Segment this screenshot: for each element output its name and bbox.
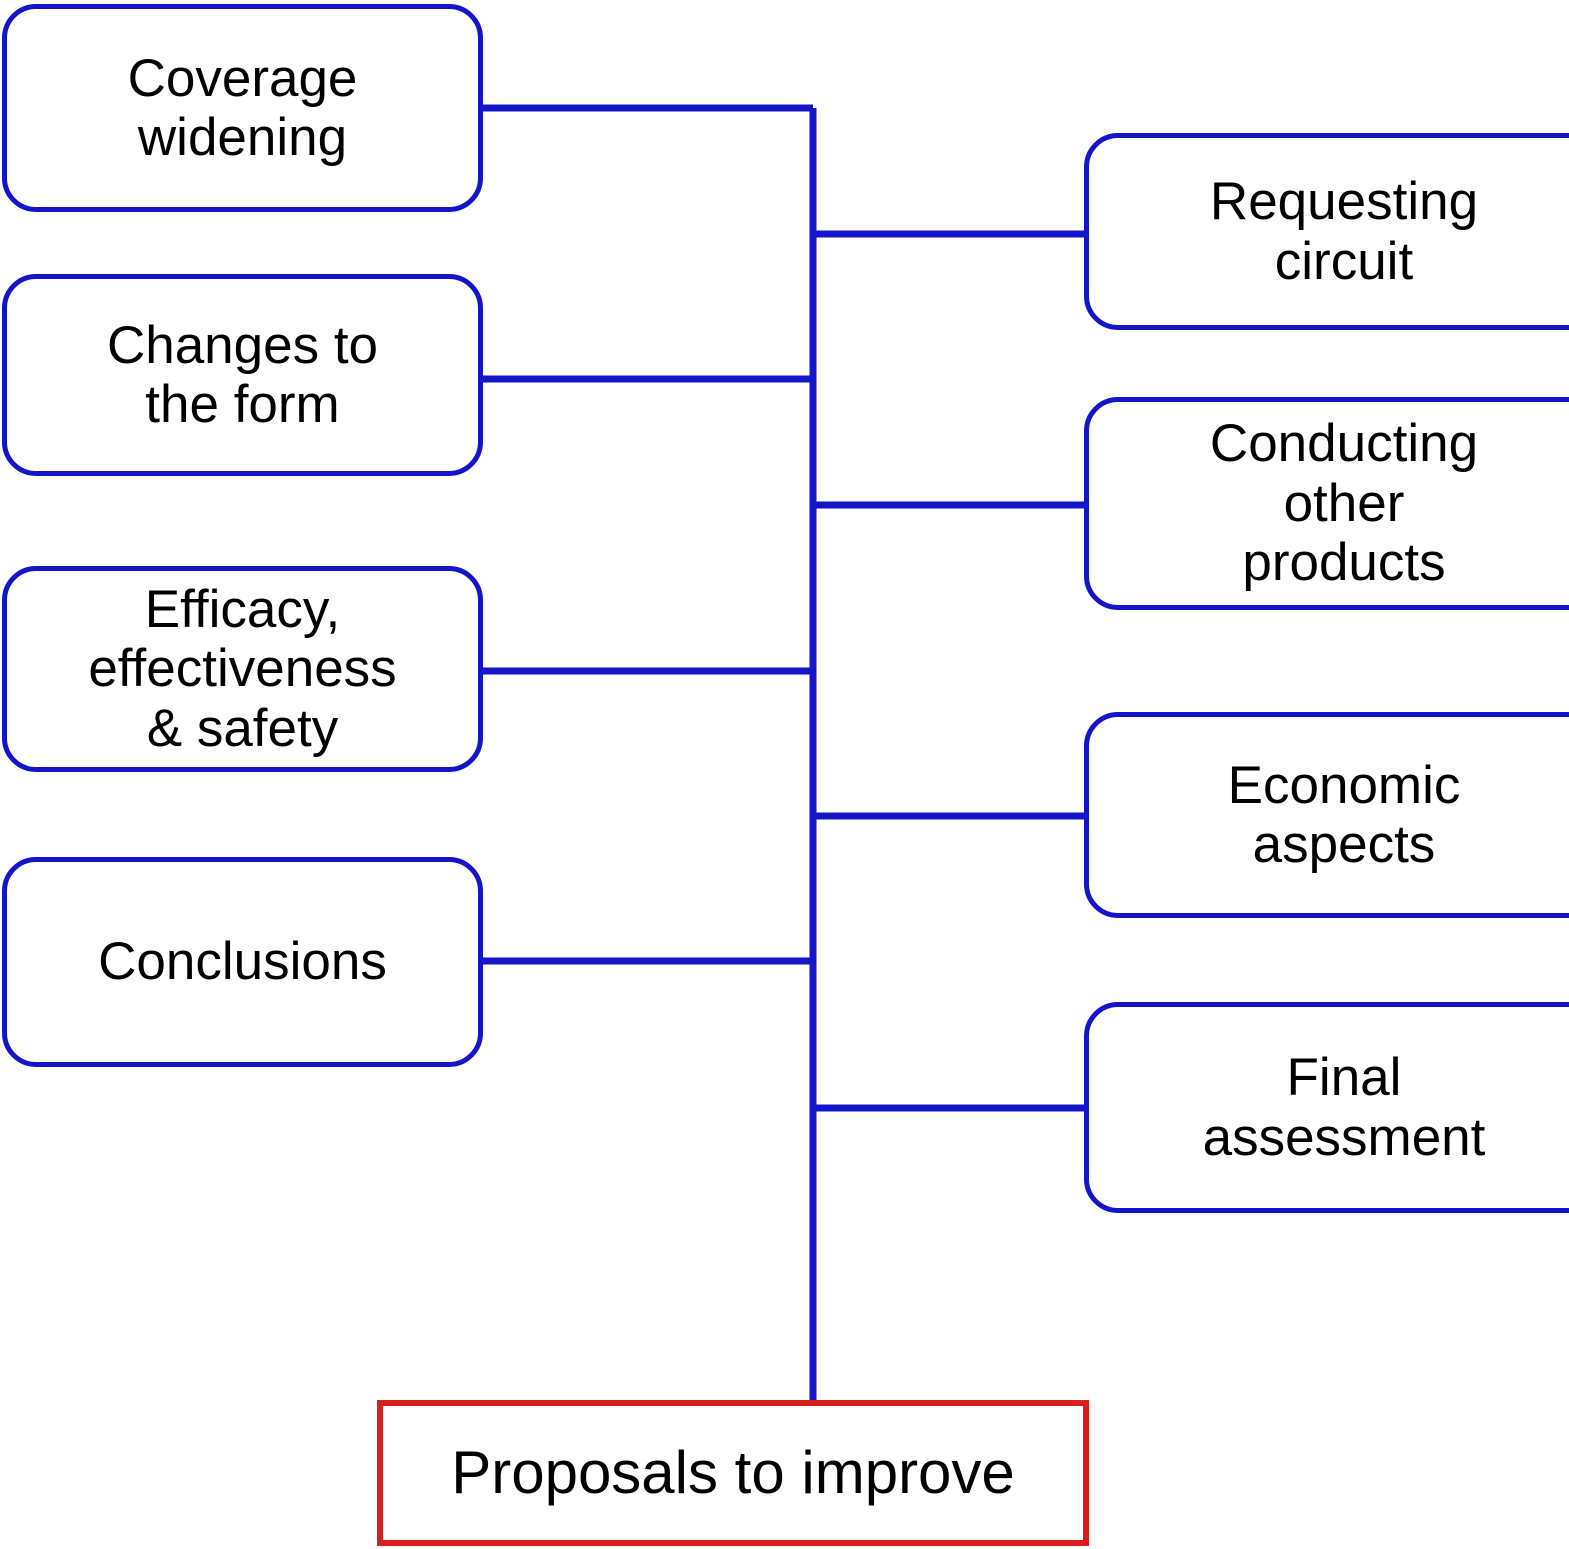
node-label: Economic aspects [1227,755,1461,874]
node-coverage-widening[interactable]: Coverage widening [2,4,483,212]
node-efficacy-effectiveness-safety[interactable]: Efficacy, effectiveness & safety [2,566,483,772]
node-label: Conducting other products [1209,414,1479,593]
node-requesting-circuit[interactable]: Requesting circuit [1084,133,1569,330]
node-label: Efficacy, effectiveness & safety [88,579,397,758]
node-proposals-to-improve[interactable]: Proposals to improve [377,1400,1089,1546]
node-conducting-other-products[interactable]: Conducting other products [1084,397,1569,610]
node-label: Proposals to improve [451,1439,1015,1507]
node-final-assessment[interactable]: Final assessment [1084,1002,1569,1213]
node-label: Conclusions [98,932,387,992]
node-changes-to-the-form[interactable]: Changes to the form [2,274,483,476]
node-label: Final assessment [1202,1048,1486,1167]
node-conclusions[interactable]: Conclusions [2,857,483,1067]
node-label: Coverage widening [127,48,358,167]
node-label: Changes to the form [106,315,379,434]
node-economic-aspects[interactable]: Economic aspects [1084,712,1569,918]
node-label: Requesting circuit [1209,172,1479,291]
